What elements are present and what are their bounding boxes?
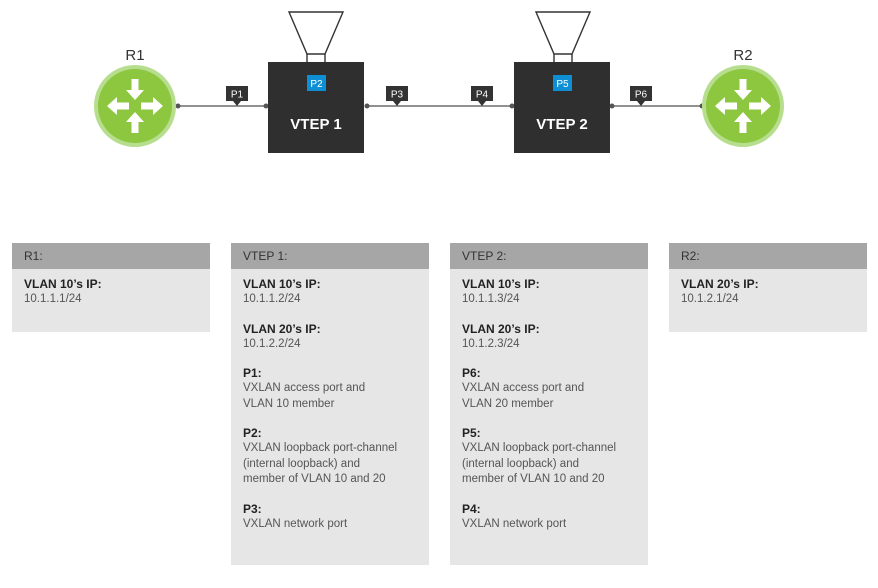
port-p6-callout: P6 [630,86,652,106]
item-label: VLAN 10’s IP: [462,277,540,291]
item-value: VXLAN network port [462,517,567,530]
r1-label: R1 [125,47,144,64]
vtep1-port-tag [307,75,326,91]
vtep1-p2-desc: P2: VXLAN loopback port-channel (interna… [243,426,417,488]
r2-info-panel: R2: VLAN 20’s IP: 10.1.2.1/24 [669,243,867,332]
vtep1-label: VTEP 1 [290,116,341,133]
item-value: 10.1.1.1/24 [24,293,82,305]
item-value: VXLAN loopback port-channel (internal lo… [462,442,617,485]
vtep2-vlan20-ip: VLAN 20’s IP: 10.1.2.3/24 [462,322,636,353]
r2-panel-title: R2: [669,243,867,269]
vtep1-panel-title: VTEP 1: [231,243,429,269]
vtep1-port-tag-label: P2 [310,79,323,90]
r2-label: R2 [733,47,752,64]
r1-info-panel: R1: VLAN 10’s IP: 10.1.1.1/24 [12,243,210,332]
vtep1-loopback-icon [287,11,345,62]
vtep2-info-panel: VTEP 2: VLAN 10’s IP: 10.1.1.3/24 VLAN 2… [450,243,648,565]
item-label: P5: [462,426,481,440]
item-value: VXLAN access port and VLAN 10 member [243,382,366,410]
vtep2-p5-desc: P5: VXLAN loopback port-channel (interna… [462,426,636,488]
item-label: P3: [243,501,262,516]
vtep2-loopback-icon [534,11,592,62]
item-value: VXLAN network port [243,517,348,530]
item-label: P6: [462,366,481,380]
vtep2-vlan10-ip: VLAN 10’s IP: 10.1.1.3/24 [462,277,636,308]
r1-vlan10-ip: VLAN 10’s IP: 10.1.1.1/24 [24,277,198,308]
port-p4-callout: P4 [471,86,493,106]
vtep2-port-tag-label: P5 [556,79,569,90]
r1-panel-title: R1: [12,243,210,269]
port-p4-label: P4 [476,90,489,101]
item-value: 10.1.2.1/24 [681,293,739,305]
vtep2-p6-desc: P6: VXLAN access port and VLAN 20 member [462,366,636,412]
item-label: VLAN 10’s IP: [24,277,102,291]
item-label: VLAN 20’s IP: [462,321,540,336]
vtep1-info-panel: VTEP 1: VLAN 10’s IP: 10.1.1.2/24 VLAN 2… [231,243,429,565]
item-value: 10.1.1.3/24 [462,293,520,305]
item-label: P4: [462,501,481,516]
item-label: P1: [243,366,262,380]
item-label: VLAN 10’s IP: [243,277,321,291]
port-p6-label: P6 [635,90,648,101]
vtep2-p4-desc: P4: VXLAN network port [462,502,636,533]
vtep1-p1-desc: P1: VXLAN access port and VLAN 10 member [243,366,417,412]
vtep2-panel-title: VTEP 2: [450,243,648,269]
vtep2-label: VTEP 2 [536,116,587,133]
item-label: VLAN 20’s IP: [243,321,321,336]
item-label: P2: [243,426,262,440]
port-p3-label: P3 [391,90,404,101]
vtep1-vlan10-ip: VLAN 10’s IP: 10.1.1.2/24 [243,277,417,308]
item-value: VXLAN loopback port-channel (internal lo… [243,442,398,485]
item-value: 10.1.1.2/24 [243,293,301,305]
r1-router-icon [94,65,176,147]
r2-vlan20-ip: VLAN 20’s IP: 10.1.2.1/24 [681,277,855,308]
r2-router-icon [702,65,784,147]
item-value: VXLAN access port and VLAN 20 member [462,382,585,410]
vtep2-port-tag [553,75,572,91]
item-value: 10.1.2.3/24 [462,337,520,350]
port-p1-callout: P1 [226,86,248,106]
item-value: 10.1.2.2/24 [243,337,301,350]
item-label: VLAN 20’s IP: [681,277,759,291]
topology-diagram: R1 R2 P2 VTEP 1 P5 VTEP 2 P1 P3 P4 P6 [94,11,784,153]
vtep1-p3-desc: P3: VXLAN network port [243,502,417,533]
vtep1-vlan20-ip: VLAN 20’s IP: 10.1.2.2/24 [243,322,417,353]
port-p3-callout: P3 [386,86,408,106]
port-p1-label: P1 [231,90,244,101]
